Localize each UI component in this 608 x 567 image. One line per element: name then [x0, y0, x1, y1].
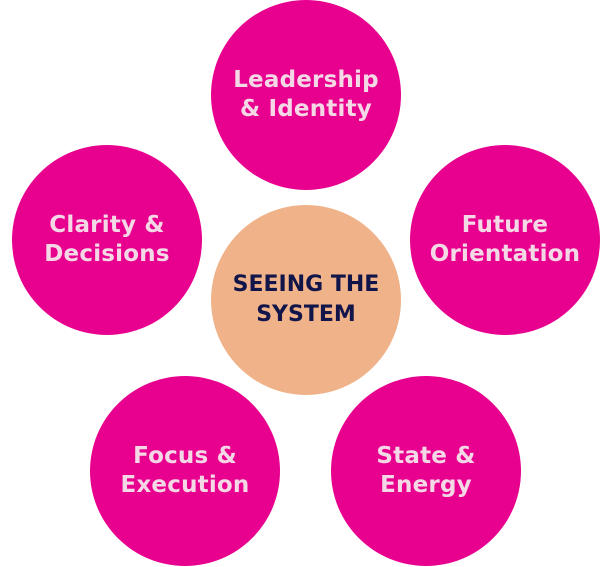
node-label: Future Orientation — [430, 211, 581, 269]
node-future-orientation: Future Orientation — [410, 145, 600, 335]
node-leadership-identity: Leadership & Identity — [211, 0, 401, 190]
node-label: Leadership & Identity — [233, 66, 379, 124]
node-focus-execution: Focus & Execution — [90, 376, 280, 566]
node-label-line: Execution — [120, 472, 250, 498]
center-node-seeing-the-system: SEEING THE SYSTEM — [211, 205, 401, 395]
node-label-line: Clarity & — [49, 212, 165, 238]
node-clarity-decisions: Clarity & Decisions — [12, 145, 202, 335]
node-label-line: Energy — [380, 472, 472, 498]
node-label: Focus & Execution — [120, 442, 249, 500]
node-label-line: & Identity — [240, 96, 372, 122]
center-label-line: SEEING THE — [232, 272, 380, 297]
node-label: State & Energy — [376, 442, 475, 500]
center-label-line: SYSTEM — [256, 302, 356, 327]
node-label-line: Focus & — [133, 443, 237, 469]
node-label-line: Future — [461, 212, 549, 238]
node-state-energy: State & Energy — [331, 376, 521, 566]
node-label-line: Orientation — [429, 241, 581, 267]
node-label-line: Decisions — [44, 241, 170, 267]
node-label-line: Leadership — [233, 67, 379, 93]
node-label: Clarity & Decisions — [44, 211, 169, 269]
center-label: SEEING THE SYSTEM — [233, 270, 380, 330]
node-label-line: State & — [376, 443, 476, 469]
